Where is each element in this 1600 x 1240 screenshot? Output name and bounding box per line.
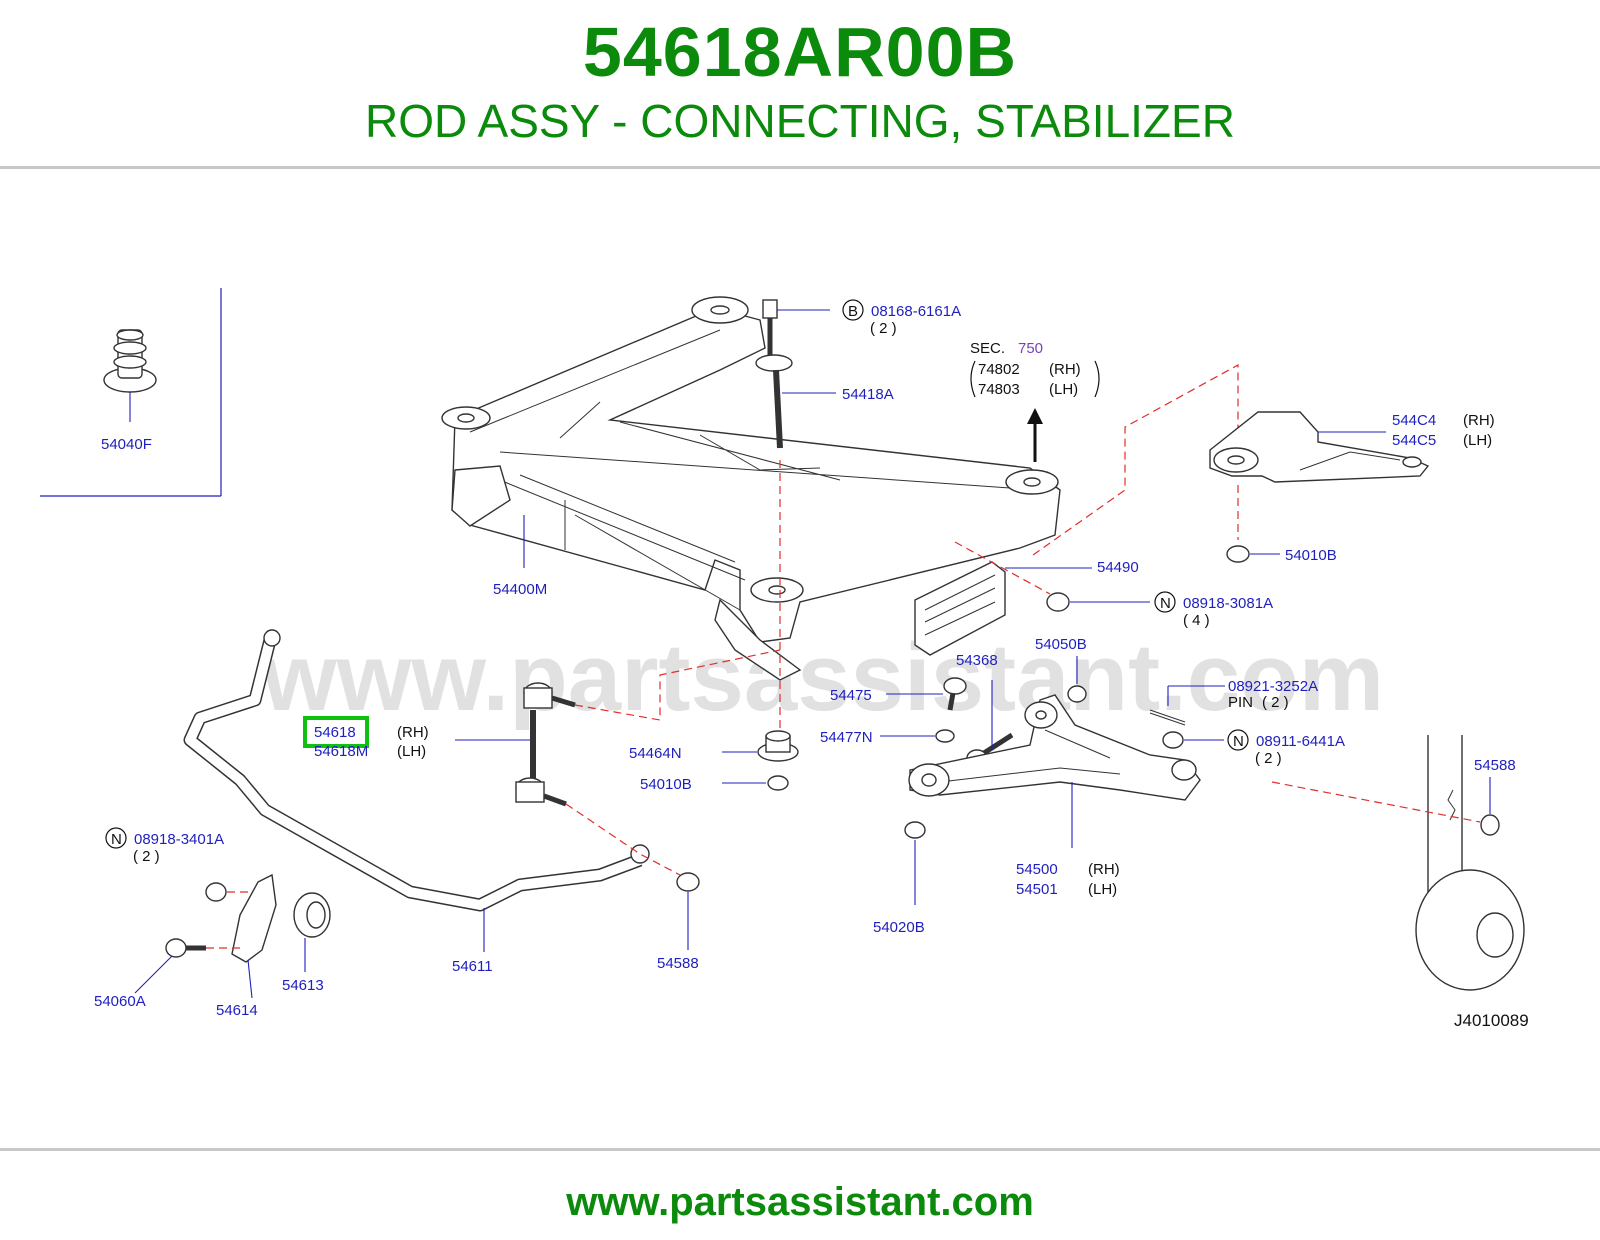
label-54588-left[interactable]: 54588 <box>657 955 699 972</box>
rh-544C4: (RH) <box>1463 412 1495 429</box>
label-54611[interactable]: 54611 <box>452 958 493 975</box>
bushing-54613-part[interactable] <box>293 892 331 938</box>
label-08918-3401A[interactable]: 08918-3401A <box>134 831 224 848</box>
label-54613[interactable]: 54613 <box>282 977 324 994</box>
bolt-54060A-part[interactable] <box>165 938 206 958</box>
nut-54588-left-part[interactable] <box>676 872 700 892</box>
washer-54477N-part[interactable] <box>935 729 955 743</box>
n-circle-icon-b <box>1227 729 1249 751</box>
n-marker-b: N <box>1233 733 1244 750</box>
rh-54500: (RH) <box>1088 861 1120 878</box>
label-544C4[interactable]: 544C4 <box>1392 412 1436 429</box>
sec-74803: 74803 <box>978 381 1020 398</box>
sec-74803-lh: (LH) <box>1049 381 1078 398</box>
lh-54501: (LH) <box>1088 881 1117 898</box>
cotter-pin-part[interactable] <box>1149 709 1186 726</box>
nut-54588-right-part[interactable] <box>1480 814 1500 836</box>
label-08911-6441A[interactable]: 08911-6441A <box>1256 733 1345 750</box>
pin-label: PIN <box>1228 694 1253 711</box>
label-54501[interactable]: 54501 <box>1016 881 1058 898</box>
label-54010B-top[interactable]: 54010B <box>1285 547 1337 564</box>
parts-diagram: www.partsassistant.com 54040F 54400M <box>40 288 1529 1030</box>
bushing-54464N-part[interactable] <box>757 730 799 762</box>
strut-assembly-part[interactable] <box>1415 735 1525 991</box>
b-marker: B <box>848 303 858 320</box>
label-54475[interactable]: 54475 <box>830 687 872 704</box>
label-54040F[interactable]: 54040F <box>101 436 152 453</box>
label-08918-3081A[interactable]: 08918-3081A <box>1183 595 1273 612</box>
sec-label: SEC. <box>970 340 1005 357</box>
footer-divider <box>0 1148 1600 1151</box>
nut-54010B-lower-part[interactable] <box>767 775 789 791</box>
label-54060A[interactable]: 54060A <box>94 993 146 1010</box>
inset-frame <box>40 288 222 497</box>
nut-54050B-part[interactable] <box>1067 685 1087 703</box>
label-54400M[interactable]: 54400M <box>493 581 547 598</box>
label-54500[interactable]: 54500 <box>1016 861 1058 878</box>
bump-stop-part[interactable] <box>103 329 157 422</box>
lh-544C5: (LH) <box>1463 432 1492 449</box>
n-marker-a: N <box>1160 595 1171 612</box>
bracket-544C4-part[interactable] <box>1209 411 1430 483</box>
nut-08918-3401A-part[interactable] <box>205 882 227 902</box>
header-divider <box>0 166 1600 169</box>
label-54010B-lower[interactable]: 54010B <box>640 776 692 793</box>
label-54477N[interactable]: 54477N <box>820 729 873 746</box>
label-54418A[interactable]: 54418A <box>842 386 894 403</box>
label-54588-right[interactable]: 54588 <box>1474 757 1516 774</box>
bolt-54475-part[interactable] <box>943 677 967 711</box>
label-54020B[interactable]: 54020B <box>873 919 925 936</box>
label-08921-3252A[interactable]: 08921-3252A <box>1228 678 1318 695</box>
sec-74802: 74802 <box>978 361 1020 378</box>
highlight-box <box>303 716 369 748</box>
subframe-part[interactable] <box>441 296 1061 681</box>
diagram-id: J4010089 <box>1454 1011 1529 1030</box>
label-54490[interactable]: 54490 <box>1097 559 1139 576</box>
label-08168-6161A[interactable]: 08168-6161A <box>871 303 961 320</box>
label-544C5[interactable]: 544C5 <box>1392 432 1436 449</box>
stabilizer-bar-part[interactable] <box>183 629 650 912</box>
footer-url[interactable]: www.partsassistant.com <box>566 1180 1034 1224</box>
b-circle-icon <box>842 299 864 321</box>
subframe-bolt-part[interactable] <box>755 299 793 449</box>
nut-54010B-top-part[interactable] <box>1226 545 1250 563</box>
qty-pin: ( 2 ) <box>1262 694 1289 711</box>
qty-08918-3401A: ( 2 ) <box>133 848 160 865</box>
part-description: ROD ASSY - CONNECTING, STABILIZER <box>365 95 1235 147</box>
nut-54020B-part[interactable] <box>904 821 926 839</box>
lh-54618M: (LH) <box>397 743 426 760</box>
nut-08918-3081A-part[interactable] <box>1046 592 1070 612</box>
qty-08911: ( 2 ) <box>1255 750 1282 767</box>
sec-number[interactable]: 750 <box>1018 340 1043 357</box>
sec-74802-rh: (RH) <box>1049 361 1081 378</box>
arrow-up-icon <box>1027 408 1043 462</box>
label-54618[interactable]: 54618 <box>314 724 356 741</box>
qty-08168: ( 2 ) <box>870 320 897 337</box>
label-54614[interactable]: 54614 <box>216 1002 258 1019</box>
rh-54618: (RH) <box>397 724 429 741</box>
part-number-title: 54618AR00B <box>582 13 1018 91</box>
watermark-text: www.partsassistant.com <box>261 624 1384 731</box>
connecting-rod-part[interactable] <box>515 682 576 807</box>
n-circle-icon <box>1154 591 1176 613</box>
n-marker-c: N <box>111 831 122 848</box>
lower-arm-part[interactable] <box>908 694 1201 801</box>
label-54464N[interactable]: 54464N <box>629 745 682 762</box>
clamp-54614-part[interactable] <box>231 873 277 963</box>
qty-08918-3081A: ( 4 ) <box>1183 612 1210 629</box>
nut-08911-6441A-part[interactable] <box>1162 731 1184 749</box>
label-54368[interactable]: 54368 <box>956 652 998 669</box>
label-54618M[interactable]: 54618M <box>314 743 368 760</box>
label-54050B[interactable]: 54050B <box>1035 636 1087 653</box>
n-circle-icon-c <box>105 827 127 849</box>
